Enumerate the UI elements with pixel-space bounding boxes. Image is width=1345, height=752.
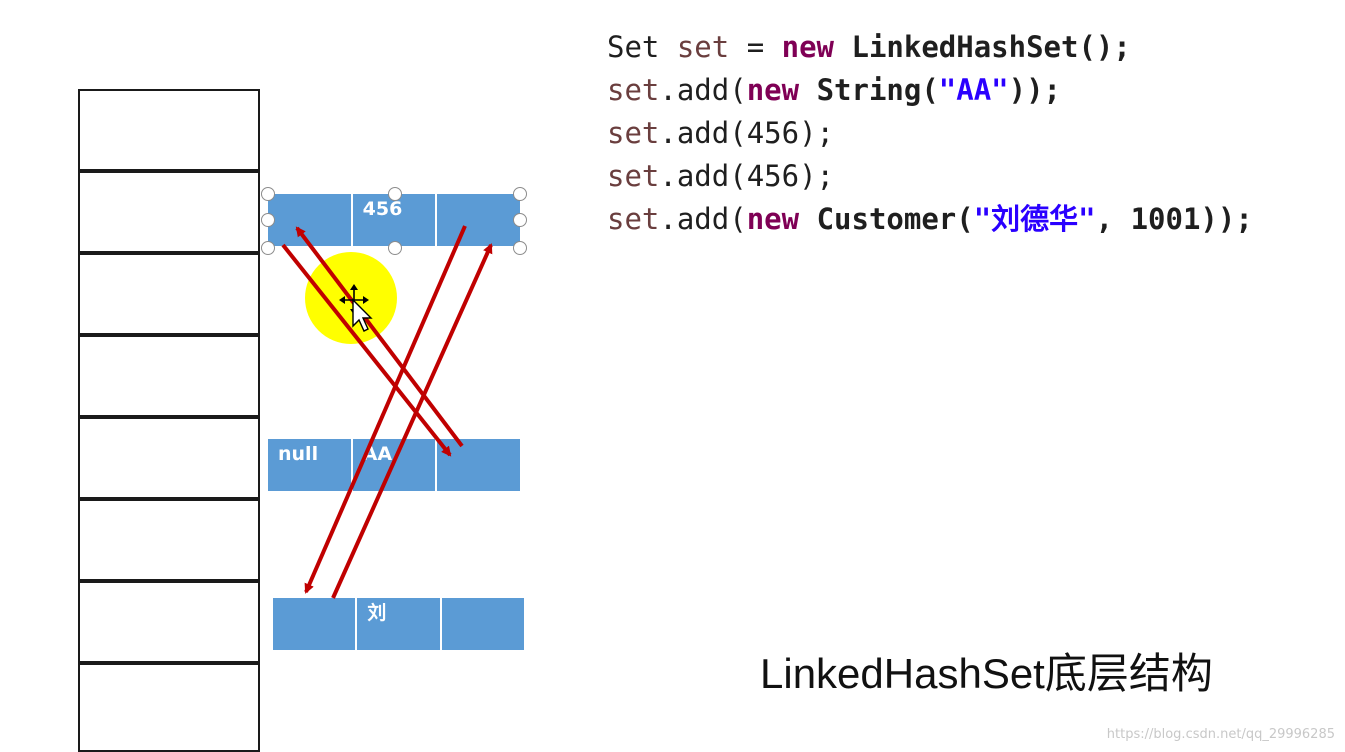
code-token: set [607, 159, 660, 193]
code-line: set.add(456); [607, 155, 1253, 198]
bucket-0 [78, 89, 260, 171]
code-token: , [1095, 202, 1131, 236]
node-liu-before [273, 598, 358, 650]
code-token: .add(456); [659, 116, 834, 150]
resize-handle-left[interactable] [261, 213, 275, 227]
code-token: set [676, 30, 730, 64]
arrow-liu-to-456 [331, 243, 493, 599]
node-liu-after [441, 598, 524, 650]
bucket-4 [78, 417, 260, 499]
node-456-value: 456 [352, 194, 438, 246]
code-token: 1001 [1130, 202, 1201, 236]
code-token: Customer [816, 202, 957, 236]
code-token: set [607, 73, 660, 107]
arrow-aa-to-456 [295, 226, 464, 448]
code-token: Set [607, 30, 677, 64]
node-liu[interactable]: 刘 [273, 598, 524, 650]
code-token: .add( [659, 202, 747, 236]
resize-handle-top-right[interactable] [513, 187, 527, 201]
move-cursor-icon [339, 284, 373, 332]
code-token: .add(456); [659, 159, 834, 193]
bucket-1 [78, 171, 260, 253]
code-token: String [816, 73, 922, 107]
code-token: )); [1200, 202, 1253, 236]
resize-handle-bottom-right[interactable] [513, 241, 527, 255]
resize-handle-bottom[interactable] [388, 241, 402, 255]
code-line: set.add(456); [607, 112, 1253, 155]
code-token: (); [1078, 30, 1131, 64]
bucket-3 [78, 335, 260, 417]
code-line: Set set = new LinkedHashSet(); [607, 26, 1253, 69]
code-token [799, 202, 816, 236]
code-token: new [781, 30, 835, 64]
resize-handle-right[interactable] [513, 213, 527, 227]
node-456[interactable]: 456 [268, 194, 521, 246]
code-token: = [729, 30, 782, 64]
node-liu-value: 刘 [357, 598, 442, 650]
arrow-456-to-liu [304, 225, 467, 594]
bucket-6 [78, 581, 260, 663]
bucket-5 [78, 499, 260, 581]
code-line: set.add(new String("AA")); [607, 69, 1253, 112]
code-token: "AA" [938, 73, 1009, 107]
code-token: new [746, 73, 800, 107]
resize-handle-top[interactable] [388, 187, 402, 201]
bucket-2 [78, 253, 260, 335]
code-line: set.add(new Customer("刘德华", 1001)); [607, 198, 1253, 241]
code-token: "刘德华" [973, 202, 1096, 236]
code-token: set [607, 116, 660, 150]
node-aa-before: null [268, 439, 353, 491]
code-token: ( [921, 73, 939, 107]
node-456-after [437, 194, 521, 246]
bucket-7 [78, 663, 260, 752]
resize-handle-top-left[interactable] [261, 187, 275, 201]
resize-handle-bottom-left[interactable] [261, 241, 275, 255]
node-aa[interactable]: null AA [268, 439, 521, 491]
code-block: Set set = new LinkedHashSet();set.add(ne… [607, 26, 1253, 241]
code-token: .add( [659, 73, 747, 107]
code-token: ( [956, 202, 974, 236]
code-token: )); [1008, 73, 1062, 107]
watermark: https://blog.csdn.net/qq_29996285 [1106, 727, 1335, 742]
code-token: set [607, 202, 660, 236]
code-token: new [746, 202, 800, 236]
diagram-caption: LinkedHashSet底层结构 [760, 650, 1213, 697]
arrow-456-to-aa [281, 243, 452, 457]
code-token [799, 73, 816, 107]
node-456-before [268, 194, 353, 246]
code-token: LinkedHashSet [851, 30, 1079, 64]
code-token [834, 30, 851, 64]
